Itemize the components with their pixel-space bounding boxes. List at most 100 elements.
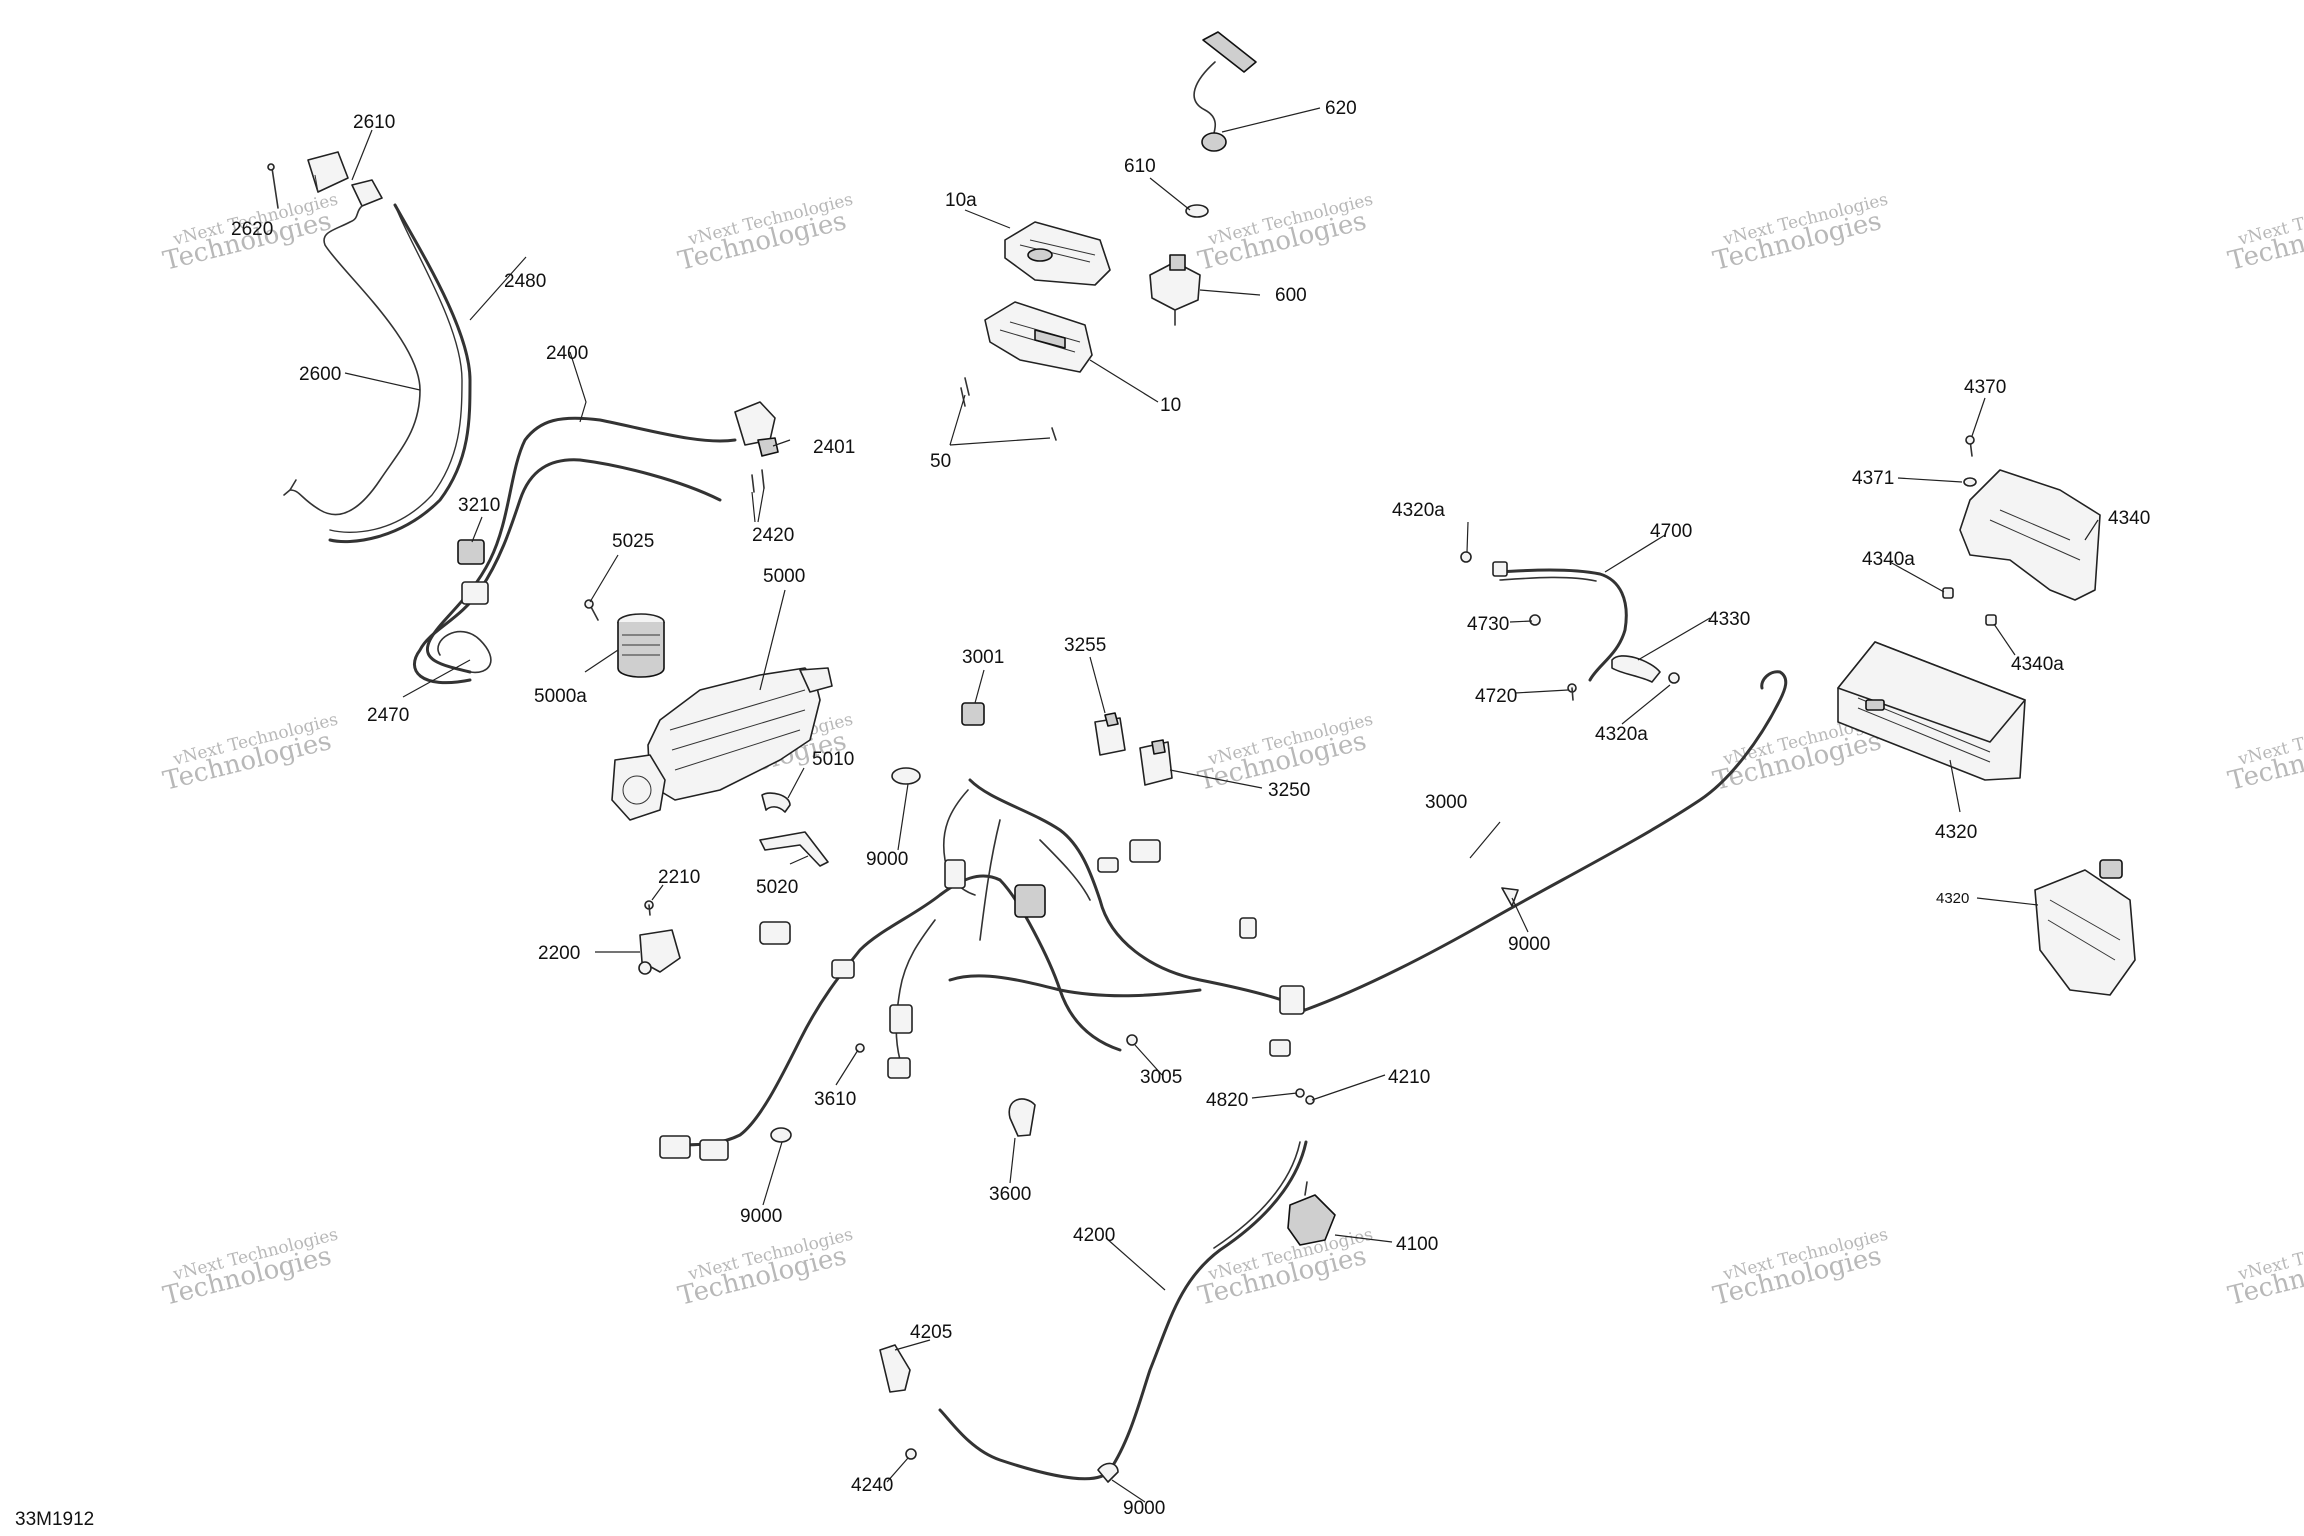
label-2210: 2210 xyxy=(658,867,700,888)
clip-9000-d[interactable] xyxy=(1501,887,1519,907)
label-5010: 5010 xyxy=(812,749,854,770)
relay-3255[interactable] xyxy=(1094,712,1126,756)
screw-5025[interactable] xyxy=(584,599,599,621)
washer-4371[interactable] xyxy=(1963,477,1977,487)
sensor-2200[interactable] xyxy=(638,929,681,975)
label-4320: 4320 xyxy=(1935,822,1977,843)
part-labels: 2610 2620 2480 2600 2400 2401 2420 3210 … xyxy=(15,98,2150,1530)
cover-10a[interactable] xyxy=(1004,221,1111,286)
label-4100: 4100 xyxy=(1396,1234,1438,1255)
watermark-5: vNext Technologies Technologies xyxy=(2225,190,2304,277)
label-2610: 2610 xyxy=(353,112,395,133)
label-4320a-mid: 4320a xyxy=(1595,724,1648,745)
switch-600[interactable] xyxy=(1149,254,1201,326)
nut-4320a-top[interactable] xyxy=(1460,551,1472,563)
nut-4340a-right[interactable] xyxy=(1985,614,1997,626)
nut-4730[interactable] xyxy=(1529,614,1541,626)
clip-9000-b[interactable] xyxy=(770,1127,792,1143)
wire-2600[interactable] xyxy=(283,205,421,516)
ecm-5000[interactable] xyxy=(611,667,833,821)
label-50: 50 xyxy=(930,451,951,472)
label-2420: 2420 xyxy=(752,525,794,546)
label-3001: 3001 xyxy=(962,647,1004,668)
solenoid-4100[interactable] xyxy=(1287,1181,1336,1246)
label-5000a: 5000a xyxy=(534,686,587,707)
cable-4200[interactable] xyxy=(938,1140,1308,1481)
filter-5000a[interactable] xyxy=(617,613,665,678)
label-5025: 5025 xyxy=(612,531,654,552)
boot-4205[interactable] xyxy=(879,1344,911,1393)
label-2200: 2200 xyxy=(538,943,580,964)
label-5000: 5000 xyxy=(763,566,805,587)
label-9000-d: 9000 xyxy=(1508,934,1550,955)
bracket-5020[interactable] xyxy=(759,831,829,867)
connectors-harness[interactable] xyxy=(659,839,1305,1161)
key-620[interactable] xyxy=(1193,31,1257,152)
label-2480: 2480 xyxy=(504,271,546,292)
label-4200: 4200 xyxy=(1073,1225,1115,1246)
screw-4370[interactable] xyxy=(1965,435,1975,457)
label-4730: 4730 xyxy=(1467,614,1509,635)
watermark-2: vNext Technologies Technologies xyxy=(675,190,855,277)
label-3600: 3600 xyxy=(989,1184,1031,1205)
clip-5010[interactable] xyxy=(761,792,791,813)
label-3610: 3610 xyxy=(814,1089,856,1110)
clip-9000-a[interactable] xyxy=(891,767,921,785)
label-3250: 3250 xyxy=(1268,780,1310,801)
label-610: 610 xyxy=(1124,156,1156,177)
relay-3250[interactable] xyxy=(1139,739,1173,786)
label-3000: 3000 xyxy=(1425,792,1467,813)
label-4210: 4210 xyxy=(1388,1067,1430,1088)
label-3005: 3005 xyxy=(1140,1067,1182,1088)
oring-610[interactable] xyxy=(1185,204,1209,218)
battery-4320[interactable] xyxy=(1837,641,2026,781)
label-3255: 3255 xyxy=(1064,635,1106,656)
module-4320-alt[interactable] xyxy=(2034,859,2136,996)
watermark-4: vNext Technologies Technologies xyxy=(1710,190,1890,277)
nut-4240[interactable] xyxy=(905,1448,917,1460)
sensor-2401[interactable] xyxy=(734,401,779,493)
screw-3005[interactable] xyxy=(1126,1034,1138,1046)
wire-2480[interactable] xyxy=(328,203,472,544)
cap-4330[interactable] xyxy=(1611,655,1661,683)
connector-3001[interactable] xyxy=(961,702,985,726)
label-4330: 4330 xyxy=(1708,609,1750,630)
watermark-3: vNext Technologies Technologies xyxy=(1195,190,1375,277)
label-2400: 2400 xyxy=(546,343,588,364)
nuts-4820-4210[interactable] xyxy=(1295,1088,1315,1105)
sensor-2610[interactable] xyxy=(307,151,383,207)
label-5020: 5020 xyxy=(756,877,798,898)
drawing-id: 33M1912 xyxy=(15,1509,94,1530)
label-2600: 2600 xyxy=(299,364,341,385)
connector-3210[interactable] xyxy=(457,539,489,605)
screw-4720[interactable] xyxy=(1567,683,1577,701)
cable-4700[interactable] xyxy=(1492,561,1628,682)
label-4240: 4240 xyxy=(851,1475,893,1496)
label-4320a-top: 4320a xyxy=(1392,500,1445,521)
label-2401: 2401 xyxy=(813,437,855,458)
label-4720: 4720 xyxy=(1475,686,1517,707)
nut-4320a-mid[interactable] xyxy=(1668,672,1680,684)
label-4340a-right: 4340a xyxy=(2011,654,2064,675)
pins-50[interactable] xyxy=(960,377,1057,441)
label-620: 620 xyxy=(1325,98,1357,119)
clip-3600[interactable] xyxy=(1008,1098,1036,1137)
bracket-4340[interactable] xyxy=(1959,469,2101,601)
label-9000-a: 9000 xyxy=(866,849,908,870)
screw-2210[interactable] xyxy=(644,900,654,916)
label-9000-b: 9000 xyxy=(740,1206,782,1227)
label-4340a-left: 4340a xyxy=(1862,549,1915,570)
clip-9000-c[interactable] xyxy=(1097,1462,1119,1483)
harness-2400[interactable] xyxy=(413,416,737,685)
leader-lines xyxy=(344,107,2099,1503)
nut-4340a-left[interactable] xyxy=(1942,587,1954,599)
watermark-14: vNext Technologies Technologies xyxy=(1710,1225,1890,1312)
watermark-10: vNext Technologies Technologies xyxy=(2225,710,2304,797)
watermark-15: vNext Technologies Technologies xyxy=(2225,1225,2304,1312)
label-2620: 2620 xyxy=(231,219,273,240)
housing-10[interactable] xyxy=(984,301,1093,373)
watermark-11: vNext Technologies Technologies xyxy=(160,1225,340,1312)
screw-2620[interactable] xyxy=(267,163,279,209)
label-4320-alt: 4320 xyxy=(1936,890,1969,907)
